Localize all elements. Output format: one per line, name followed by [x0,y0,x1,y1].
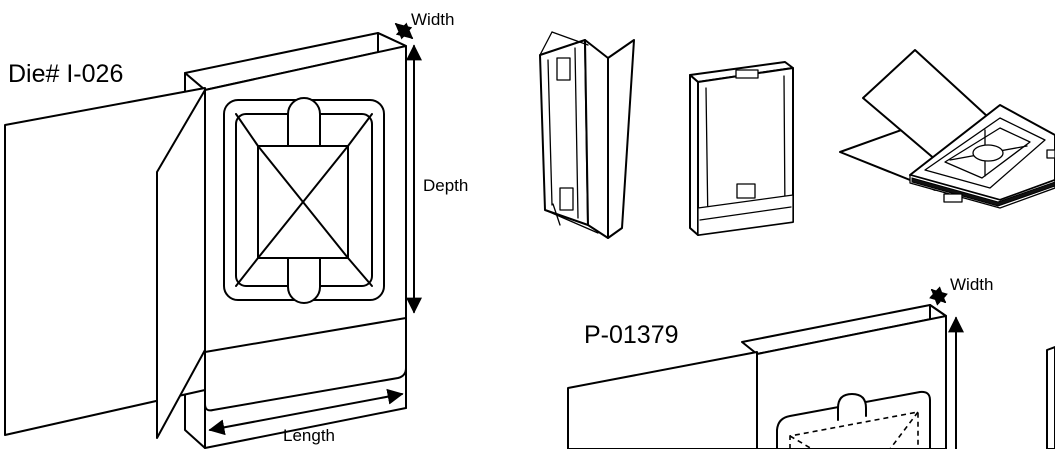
length-label: Length [283,426,335,445]
die-p01379-box [567,304,1055,449]
closed-tray-illustration [689,61,794,236]
open-tray-illustration [839,49,1055,209]
die-i026-box [4,32,407,449]
depth-label: Depth [423,176,468,195]
width-dimension-arrow-2 [928,286,949,306]
width-label-2: Width [950,275,993,294]
die-id-label-2: P-01379 [584,321,679,349]
length-dimension-arrow [208,388,404,436]
width-dimension-arrow [394,22,414,40]
width-label: Width [411,10,454,29]
die-id-label: Die# I-026 [8,60,123,88]
folding-sleeve-illustration [539,31,635,239]
